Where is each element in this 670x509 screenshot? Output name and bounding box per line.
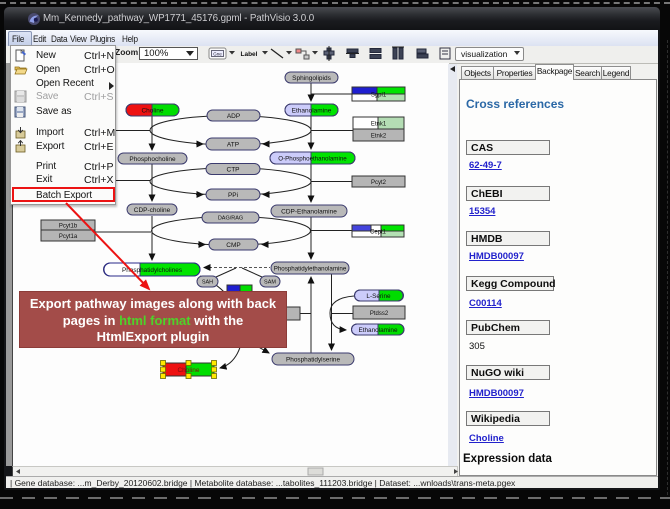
svg-text:ATP: ATP: [227, 142, 239, 149]
svg-text:SAM: SAM: [264, 280, 276, 286]
svg-text:L-Serine: L-Serine: [366, 293, 391, 300]
svg-text:Etnk2: Etnk2: [371, 134, 387, 140]
svg-text:Pcyt1a: Pcyt1a: [59, 234, 78, 240]
svg-text:CMP: CMP: [226, 242, 240, 249]
svg-text:Phosphatidylcholines: Phosphatidylcholines: [122, 267, 182, 274]
svg-text:Phosphatidylserine: Phosphatidylserine: [286, 357, 340, 364]
svg-text:Gne: Gne: [213, 52, 222, 57]
svg-text:Phosphocholine: Phosphocholine: [129, 156, 176, 163]
svg-text:CTP: CTP: [227, 167, 240, 174]
svg-text:Pcyt2: Pcyt2: [371, 180, 387, 186]
svg-text:Phosphatidylethanolamine: Phosphatidylethanolamine: [274, 266, 347, 273]
svg-text:Ethanolamine: Ethanolamine: [292, 108, 332, 115]
svg-text:Sgpl1: Sgpl1: [371, 93, 387, 99]
svg-text:CDP-Ethanolamine: CDP-Ethanolamine: [281, 209, 337, 216]
svg-text:PPi: PPi: [228, 192, 238, 199]
svg-text:Pcyt1b: Pcyt1b: [59, 224, 78, 230]
svg-text:Ethanolamine: Ethanolamine: [358, 327, 398, 334]
svg-text:DAG/RAG: DAG/RAG: [218, 216, 243, 222]
svg-text:ADP: ADP: [227, 113, 240, 120]
svg-text:SAH: SAH: [202, 280, 213, 286]
svg-text:Ptdss2: Ptdss2: [370, 311, 389, 317]
svg-text:CDP-choline: CDP-choline: [134, 207, 171, 214]
svg-text:Label: Label: [241, 51, 258, 58]
svg-text:Etnk1: Etnk1: [371, 122, 387, 128]
svg-text:Choline: Choline: [177, 367, 199, 374]
svg-text:Sphingolipids: Sphingolipids: [292, 75, 331, 82]
svg-text:O-Phosphoethanolamine: O-Phosphoethanolamine: [278, 156, 347, 163]
svg-text:Choline: Choline: [141, 108, 163, 115]
svg-text:Cept1: Cept1: [370, 230, 387, 236]
